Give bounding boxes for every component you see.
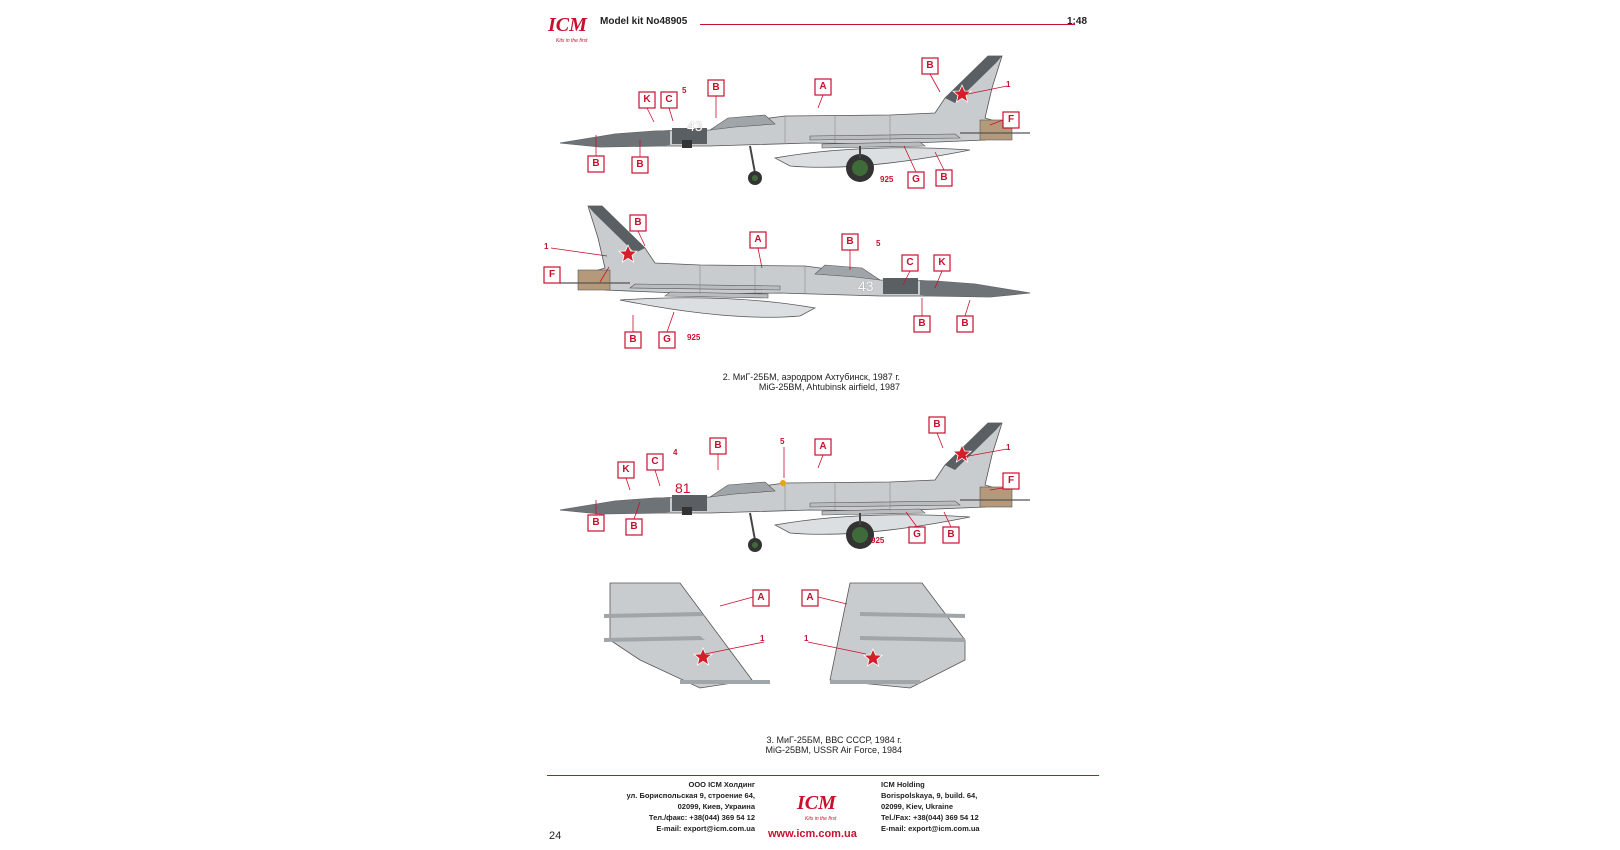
callout-number-1: 1 <box>1006 80 1011 89</box>
callout-a: A <box>754 234 762 245</box>
callout-b: B <box>636 159 644 170</box>
address-line: 02099, Kiev, Ukraine <box>881 802 953 811</box>
side-number-43: 43 <box>687 118 703 134</box>
aircraft-profile-top <box>559 55 1031 186</box>
leader-lines <box>595 73 1004 655</box>
callout-b: B <box>634 217 642 228</box>
callout-k: K <box>938 257 946 268</box>
address-line: 02099, Киев, Украина <box>677 802 755 811</box>
address-line: E-mail: export@icm.com.ua <box>656 824 755 833</box>
caption-scheme-2: 2. МиГ-25БМ, аэродром Ахтубинск, 1987 г.… <box>660 372 900 392</box>
callout-number-5: 5 <box>876 239 881 248</box>
address-russian: ООО ICM Холдинг ул. Бориспольская 9, стр… <box>560 779 755 834</box>
callout-b: B <box>630 521 638 532</box>
icm-logo: ICM <box>548 14 587 36</box>
callout-b: B <box>926 60 934 71</box>
side-number-43: 43 <box>858 278 874 294</box>
wing-left-view <box>604 582 770 689</box>
callout-f: F <box>1007 114 1015 125</box>
website-link[interactable]: www.icm.com.ua <box>768 828 857 840</box>
address-line: Tel./Fax: +38(044) 369 54 12 <box>881 813 979 822</box>
caption-en: MiG-25BM, Ahtubinsk airfield, 1987 <box>758 382 900 392</box>
page-number: 24 <box>549 830 562 842</box>
callout-number-925: 925 <box>687 333 701 342</box>
wing-right-view <box>829 582 966 689</box>
callout-f: F <box>548 269 556 280</box>
callout-k: K <box>643 94 651 105</box>
address-line: ул. Бориспольская 9, строение 64, <box>626 791 755 800</box>
logo-tagline: Kits in the first <box>805 816 837 822</box>
caption-ru: 3. МиГ-25БМ, ВВС СССР, 1984 г. <box>766 735 902 745</box>
callout-c: C <box>906 257 914 268</box>
callout-number-925: 925 <box>871 536 885 545</box>
address-line: Тел./факс: +38(044) 369 54 12 <box>648 813 755 822</box>
callout-b: B <box>961 318 969 329</box>
callout-number-1: 1 <box>1006 443 1011 452</box>
logo-tagline: Kits in the first <box>556 38 588 44</box>
icm-logo: ICM <box>797 792 836 814</box>
callout-number-1: 1 <box>544 242 549 251</box>
callout-f: F <box>1007 475 1015 486</box>
callout-b: B <box>918 318 926 329</box>
callout-b: B <box>947 529 955 540</box>
callout-g: G <box>912 174 920 185</box>
callout-a: A <box>819 441 827 452</box>
callout-c: C <box>665 94 673 105</box>
model-kit-label: Model kit No48905 <box>600 16 688 27</box>
callout-k: K <box>622 464 630 475</box>
address-english: ICM Holding Borispolskaya, 9, build. 64,… <box>881 779 1081 834</box>
address-line: ООО ICM Холдинг <box>688 780 755 789</box>
callout-b: B <box>629 334 637 345</box>
footer-divider <box>547 775 1099 776</box>
callout-number-4: 4 <box>673 448 678 457</box>
address-line: Borispolskaya, 9, build. 64, <box>881 791 978 800</box>
side-number-81: 81 <box>675 480 691 496</box>
callout-a: A <box>819 81 827 92</box>
callout-c: C <box>651 456 659 467</box>
callout-number-1: 1 <box>760 634 765 643</box>
orange-marking <box>780 480 786 486</box>
header-divider <box>700 24 1075 25</box>
caption-en: MiG-25BM, USSR Air Force, 1984 <box>765 745 902 755</box>
callout-a: A <box>806 592 814 603</box>
callout-b: B <box>712 82 720 93</box>
number-leaders <box>550 85 1008 458</box>
callout-b: B <box>846 236 854 247</box>
callout-g: G <box>663 334 671 345</box>
callout-b: B <box>714 440 722 451</box>
callout-number-1: 1 <box>804 634 809 643</box>
address-line: ICM Holding <box>881 780 925 789</box>
callout-number-5: 5 <box>780 437 785 446</box>
callout-boxes <box>543 57 1020 607</box>
callout-b: B <box>592 517 600 528</box>
callout-g: G <box>913 529 921 540</box>
caption-scheme-3: 3. МиГ-25БМ, ВВС СССР, 1984 г. MiG-25BM,… <box>660 735 902 755</box>
callout-number-5: 5 <box>682 86 687 95</box>
caption-ru: 2. МиГ-25БМ, аэродром Ахтубинск, 1987 г. <box>722 372 900 382</box>
callout-a: A <box>757 592 765 603</box>
callout-b: B <box>592 158 600 169</box>
callout-b: B <box>940 172 948 183</box>
callout-number-925: 925 <box>880 175 894 184</box>
callout-b: B <box>933 419 941 430</box>
address-line: E-mail: export@icm.com.ua <box>881 824 980 833</box>
scale-label: 1:48 <box>1067 16 1088 27</box>
